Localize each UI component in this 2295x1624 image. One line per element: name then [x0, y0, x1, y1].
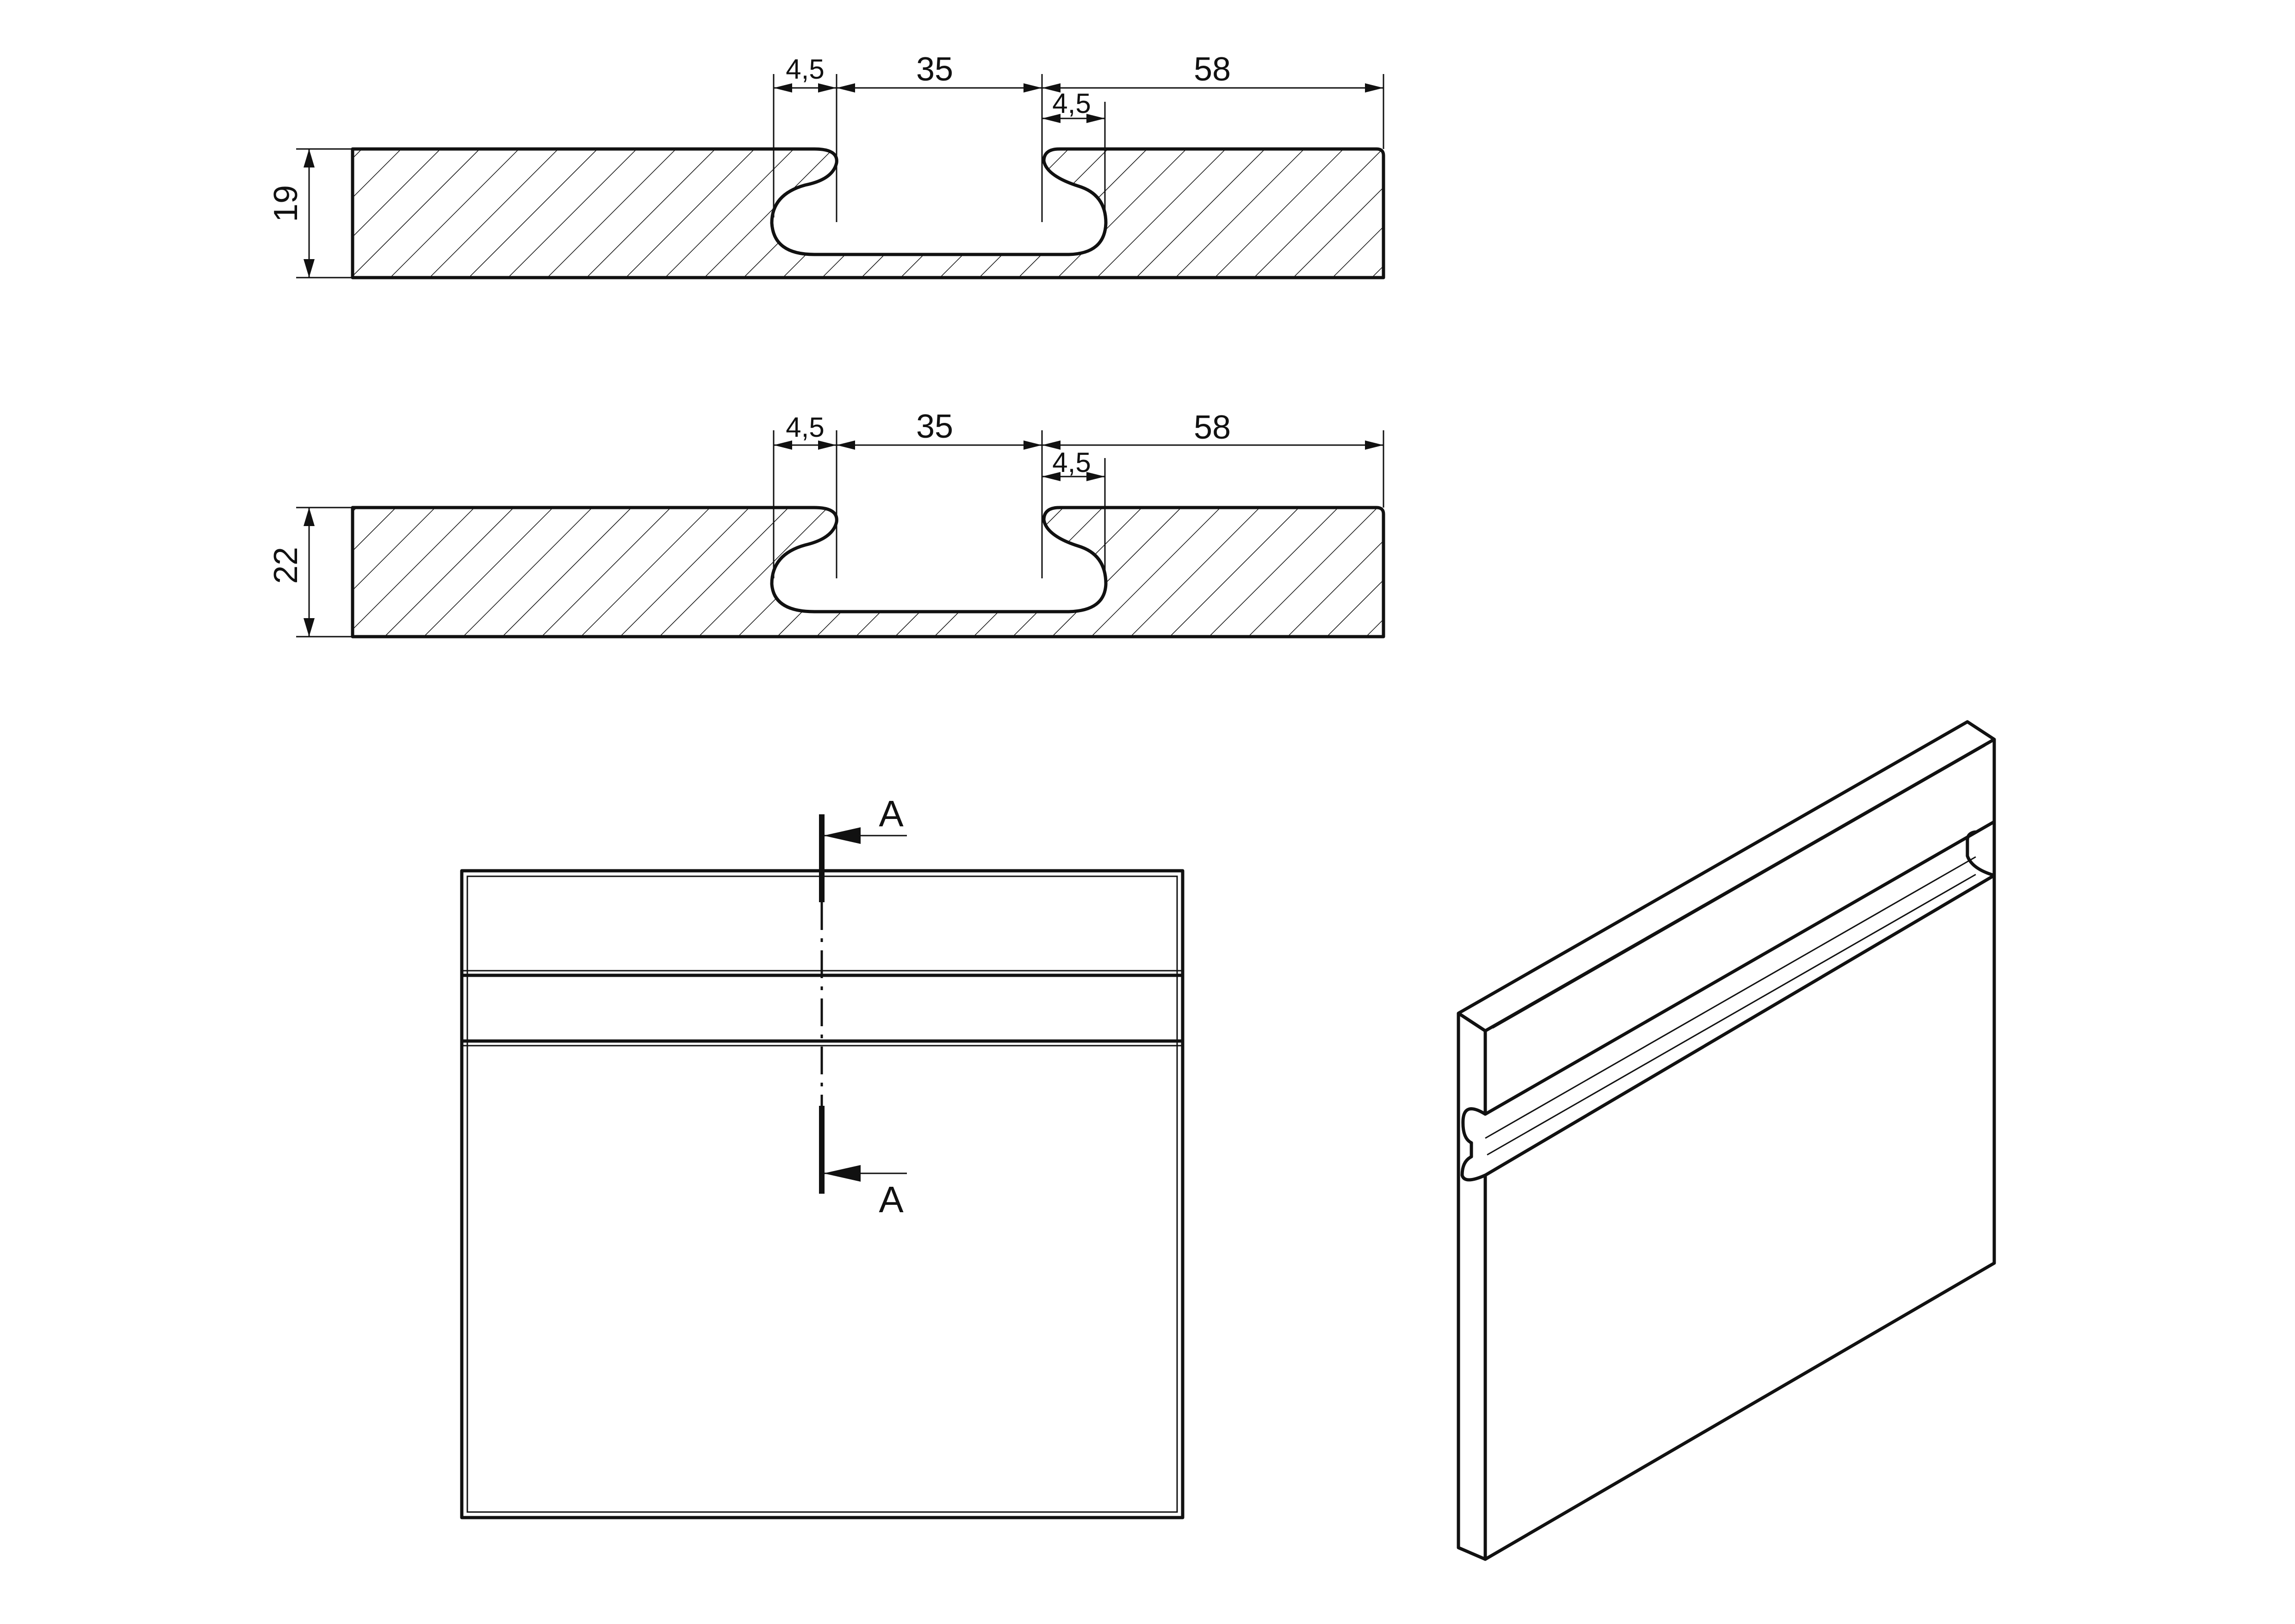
- iso-groove-profile: [1460, 1107, 1486, 1182]
- thickness-dimension-19: 19: [267, 148, 353, 279]
- section-cut-a: A A: [819, 793, 907, 1220]
- thickness-label-22: 22: [267, 547, 304, 584]
- profile-22-hatched-body: [351, 506, 1385, 638]
- top-dimensions-22: 4,5 35 58 4,5: [773, 408, 1384, 578]
- groove-width-label-19: 35: [916, 51, 953, 88]
- section-profile-22: 22 4,5 35 58 4,5: [267, 408, 1385, 638]
- section-profile-19: 19 4,5 35 58 4,5: [267, 51, 1385, 279]
- left-offset-label-22: 4,5: [786, 412, 824, 443]
- groove-width-label-22: 35: [916, 408, 953, 445]
- right-offset-label-19: 4,5: [1052, 88, 1091, 119]
- iso-side-edge: [1457, 1013, 1487, 1561]
- iso-lower-panel: [1483, 874, 1996, 1561]
- cut-label-top: A: [879, 793, 904, 834]
- cut-label-bottom: A: [879, 1179, 904, 1220]
- right-width-label-22: 58: [1194, 409, 1231, 446]
- front-view: A A: [460, 793, 1185, 1519]
- profile-19-hatched-body: [351, 147, 1385, 279]
- right-offset-label-22: 4,5: [1052, 447, 1091, 478]
- thickness-dimension-22: 22: [267, 507, 353, 638]
- isometric-view: [1457, 720, 1996, 1561]
- right-width-label-19: 58: [1194, 51, 1231, 88]
- iso-top-strip: [1457, 720, 1996, 1116]
- thickness-label-19: 19: [267, 185, 304, 222]
- top-dimensions-19: 4,5 35 58 4,5: [773, 51, 1384, 222]
- left-offset-label-19: 4,5: [786, 54, 824, 85]
